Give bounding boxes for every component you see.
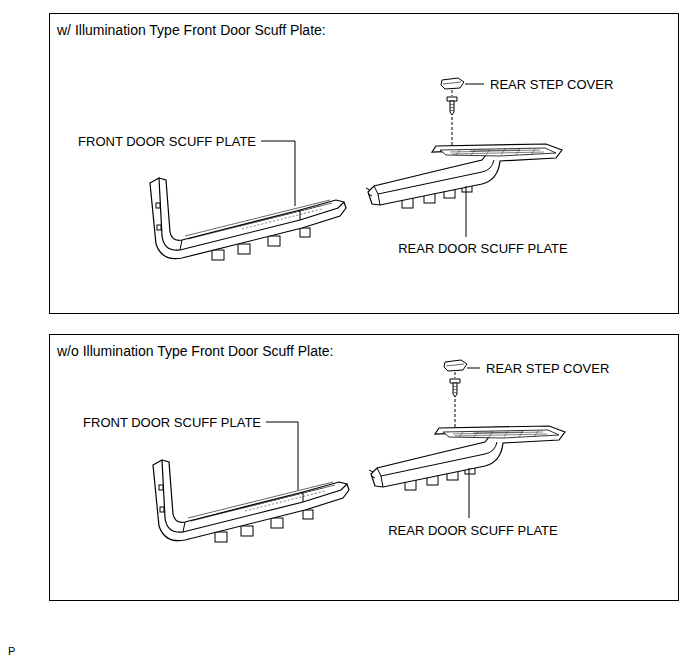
- panel-heading: w/o Illumination Type Front Door Scuff P…: [50, 335, 678, 360]
- part-label: REAR DOOR SCUFF PLATE: [387, 523, 559, 538]
- panel-2-illustration: [153, 360, 565, 542]
- leader-line: [466, 186, 467, 237]
- panel-heading: w/ Illumination Type Front Door Scuff Pl…: [50, 14, 678, 39]
- leader-line: [266, 422, 298, 490]
- part-label: REAR DOOR SCUFF PLATE: [397, 241, 569, 256]
- variant-panel: w/ Illumination Type Front Door Scuff Pl…: [49, 13, 679, 314]
- panel-1-illustration: [150, 78, 562, 260]
- leader-line: [469, 468, 470, 518]
- part-label: REAR STEP COVER: [489, 77, 614, 92]
- leader-line: [261, 141, 295, 206]
- part-label: FRONT DOOR SCUFF PLATE: [82, 415, 262, 430]
- part-label: REAR STEP COVER: [485, 361, 610, 376]
- part-label: FRONT DOOR SCUFF PLATE: [77, 134, 257, 149]
- leader-line: [465, 84, 484, 85]
- leader-line: [467, 368, 480, 369]
- page-mark: P: [7, 644, 16, 659]
